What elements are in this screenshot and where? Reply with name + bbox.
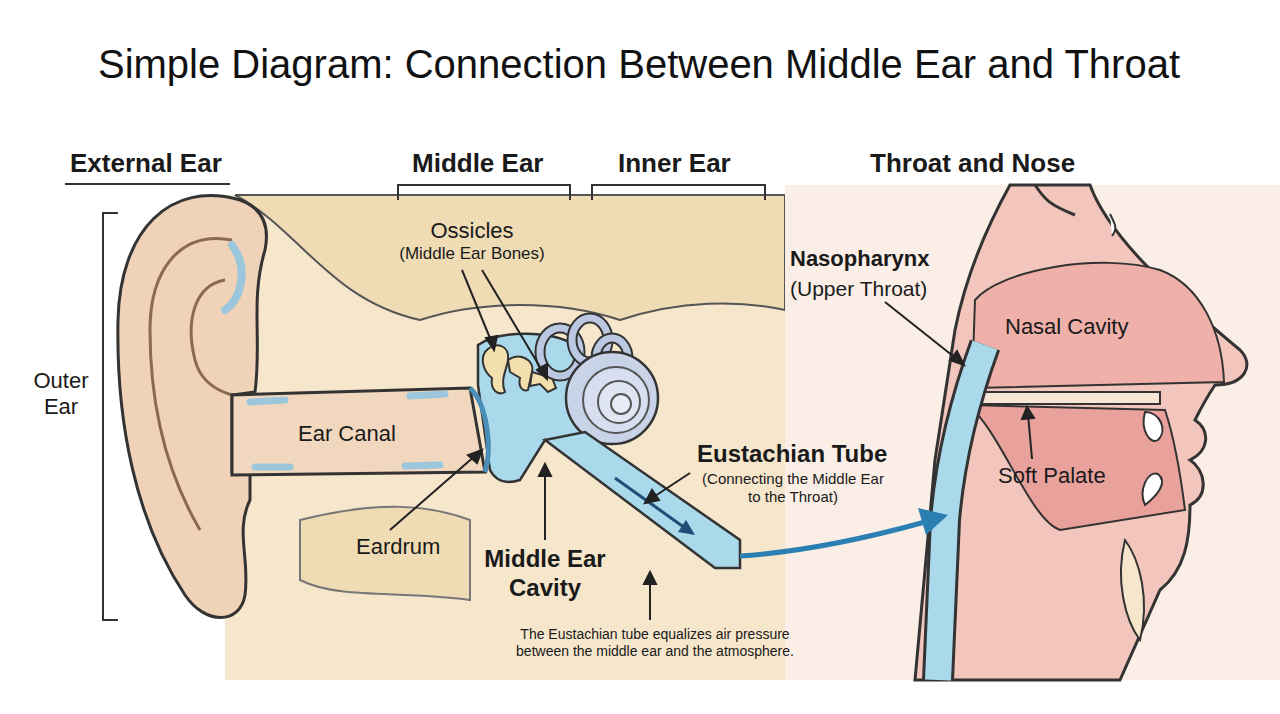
canal-gland bbox=[250, 400, 285, 402]
tooth bbox=[1143, 473, 1162, 505]
header-underline bbox=[65, 183, 230, 185]
part-note: (Connecting the Middle Ear to the Throat… bbox=[698, 470, 888, 506]
flow-arrow bbox=[615, 478, 685, 528]
ear-canal bbox=[232, 388, 485, 475]
malleus bbox=[483, 345, 508, 393]
pharynx-outline bbox=[938, 345, 985, 680]
diagram-title: Simple Diagram: Connection Between Middl… bbox=[0, 40, 1279, 88]
part-note: (Upper Throat) bbox=[790, 276, 927, 301]
cochlea bbox=[566, 352, 658, 444]
incus bbox=[508, 357, 532, 391]
region-header: Middle Ear bbox=[412, 148, 543, 179]
leader-arrowhead bbox=[468, 450, 482, 463]
throat-panel bbox=[785, 185, 1280, 680]
note-text: The Eustachian tube equalizes air pressu… bbox=[515, 626, 795, 660]
leader-line bbox=[482, 270, 543, 372]
inner-ear-bracket bbox=[592, 185, 765, 200]
part-note: (Middle Ear Bones) bbox=[352, 244, 592, 264]
canal-gland bbox=[410, 394, 445, 396]
part-label: Eardrum bbox=[356, 534, 440, 560]
part-label: Ear Canal bbox=[298, 421, 396, 447]
leader-arrowhead bbox=[539, 464, 551, 476]
leader-arrowhead bbox=[537, 364, 547, 379]
connection-arrow bbox=[740, 522, 925, 556]
leader-arrowhead bbox=[486, 336, 497, 350]
part-label: Outer Ear bbox=[25, 368, 97, 421]
leader-line bbox=[652, 473, 690, 498]
leader-line bbox=[544, 472, 546, 540]
part-label: Ossicles bbox=[362, 218, 582, 244]
eye bbox=[1110, 214, 1115, 236]
cochlea-turn bbox=[598, 381, 640, 423]
pinna-shading bbox=[225, 245, 242, 310]
tooth bbox=[1144, 412, 1163, 441]
leader-line bbox=[390, 455, 476, 530]
part-label: Soft Palate bbox=[998, 463, 1106, 489]
cochlea-turn bbox=[611, 394, 631, 414]
temporal-bone bbox=[235, 195, 785, 320]
helix-fold bbox=[150, 238, 232, 530]
jaw bbox=[1121, 540, 1144, 640]
connection-arrowhead bbox=[918, 508, 948, 535]
leader-arrowhead bbox=[1022, 407, 1034, 419]
outer-ear-bracket bbox=[103, 213, 118, 620]
oral-cavity bbox=[968, 405, 1185, 530]
brow bbox=[1035, 185, 1075, 215]
middle-ear-bracket bbox=[398, 185, 570, 200]
leader-line bbox=[649, 580, 651, 620]
head-section bbox=[915, 185, 1247, 680]
canal-gland bbox=[255, 464, 290, 471]
leader-arrowhead bbox=[645, 490, 659, 503]
part-label: Nasopharynx bbox=[790, 246, 929, 272]
leader-line bbox=[885, 302, 958, 360]
leader-line bbox=[1028, 414, 1032, 459]
flow-arrowhead bbox=[678, 520, 695, 535]
canal-gland bbox=[405, 465, 440, 466]
leader-arrowhead bbox=[644, 572, 656, 584]
bone-lower bbox=[300, 507, 470, 600]
antihelix-fold bbox=[191, 280, 232, 395]
nasal-cavity bbox=[972, 263, 1224, 388]
leader-arrowhead bbox=[950, 351, 964, 365]
region-header: Inner Ear bbox=[618, 148, 731, 179]
region-header: Throat and Nose bbox=[870, 148, 1075, 179]
part-label: Nasal Cavity bbox=[1005, 314, 1128, 340]
part-label: Eustachian Tube bbox=[697, 440, 887, 469]
part-label: Middle Ear Cavity bbox=[462, 545, 628, 603]
cochlea-turn bbox=[583, 367, 649, 433]
pharynx bbox=[938, 345, 985, 680]
head-tissue bbox=[225, 195, 785, 680]
soft-palate bbox=[960, 392, 1160, 404]
region-header: External Ear bbox=[70, 148, 222, 179]
